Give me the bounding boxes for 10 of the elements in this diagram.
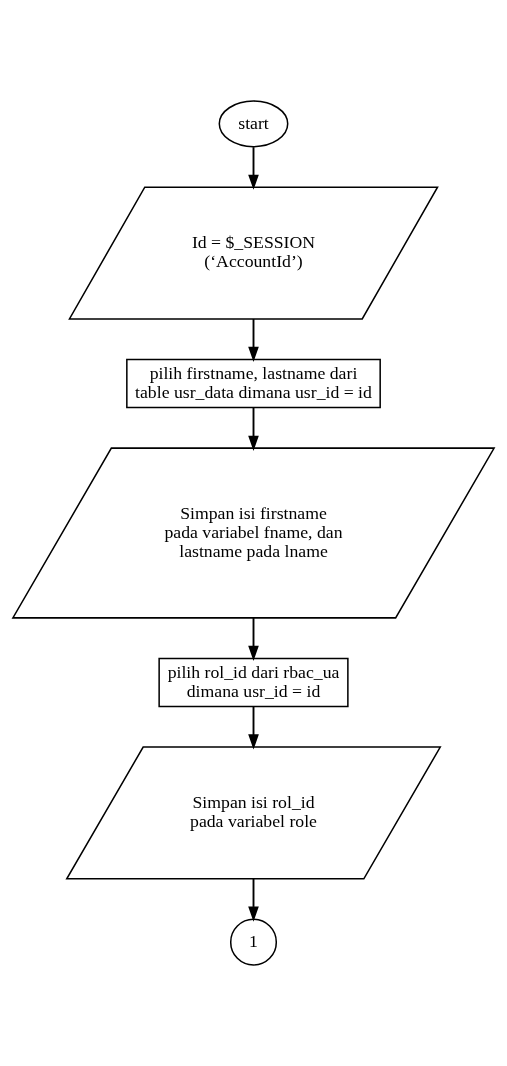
node-circle: 1 xyxy=(229,918,278,966)
arrow xyxy=(248,617,259,661)
arrow xyxy=(248,406,259,451)
node-box: pilih firstname, lastname dari table usr_data dimana usr_id = id xyxy=(126,358,381,409)
node-box: pilih rol_id dari rbac_ua dimana usr_id = id xyxy=(158,657,349,708)
arrow xyxy=(248,318,259,362)
arrow xyxy=(248,705,259,750)
arrow xyxy=(248,878,259,922)
arrow xyxy=(248,146,259,190)
node-ellipse: start xyxy=(218,100,289,148)
